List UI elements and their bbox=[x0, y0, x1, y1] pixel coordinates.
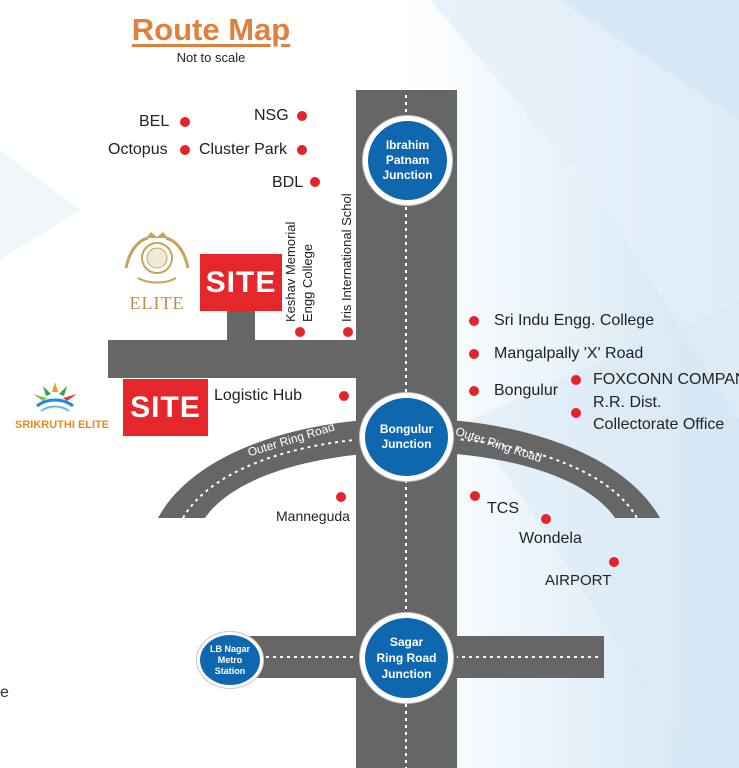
label-logistic-hub: Logistic Hub bbox=[214, 387, 303, 404]
junction-bongulur-line2: Junction bbox=[381, 437, 432, 451]
elite-crest-icon bbox=[124, 232, 190, 284]
junction-sagar-line3: Junction bbox=[381, 667, 432, 681]
junction-bongulur-line1: Bongulur bbox=[379, 422, 434, 436]
marker-manneguda bbox=[336, 492, 346, 502]
marker-keshav bbox=[295, 327, 305, 337]
junction-sagar-line2: Ring Road bbox=[376, 651, 437, 665]
marker-mangalpally bbox=[469, 349, 479, 359]
label-rr-dist-line1: R.R. Dist. bbox=[593, 394, 662, 411]
junction-sagar-line1: Sagar bbox=[389, 635, 424, 649]
label-airport: AIRPORT bbox=[545, 572, 612, 589]
label-nsg: NSG bbox=[254, 107, 289, 124]
junction-bongulur: Bongulur Junction bbox=[360, 393, 453, 481]
label-bdl: BDL bbox=[272, 174, 304, 191]
junction-ibrahimpatnam-line3: Junction bbox=[382, 168, 433, 182]
label-iris: Iris International Schol bbox=[339, 193, 354, 322]
elite-logo: ELITE bbox=[118, 228, 196, 320]
label-foxconn: FOXCONN COMPANY bbox=[593, 371, 739, 388]
marker-cluster-park bbox=[297, 145, 307, 155]
label-mangalpally: Mangalpally 'X' Road bbox=[494, 345, 644, 362]
site-marker-1: SITE bbox=[200, 254, 282, 311]
srikruthi-leaf-icon bbox=[33, 382, 77, 412]
outer-ring-road bbox=[158, 418, 660, 518]
marker-tcs bbox=[470, 491, 480, 501]
label-keshav-line1: Keshav Memorial bbox=[283, 221, 298, 322]
junction-lb-nagar-line1: LB Nagar bbox=[209, 643, 250, 654]
label-manneguda: Manneguda bbox=[276, 508, 350, 524]
label-wondela: Wondela bbox=[519, 530, 582, 547]
junction-ibrahimpatnam-line2: Patnam bbox=[385, 153, 430, 167]
label-cluster-park: Cluster Park bbox=[199, 141, 288, 158]
marker-octopus bbox=[180, 145, 190, 155]
srikruthi-wordmark: SRIKRUTHI ELITE bbox=[15, 419, 110, 431]
marker-bongulur bbox=[469, 386, 479, 396]
marker-nsg bbox=[297, 111, 307, 121]
junction-lb-nagar-line3: Station bbox=[214, 665, 246, 676]
edge-text: e bbox=[0, 684, 9, 701]
label-bel: BEL bbox=[139, 113, 170, 130]
junction-ibrahimpatnam-line1: Ibrahim bbox=[385, 138, 430, 152]
marker-sri-indu bbox=[469, 316, 479, 326]
label-octopus: Octopus bbox=[108, 141, 168, 158]
marker-bel bbox=[180, 117, 190, 127]
elite-wordmark: ELITE bbox=[129, 293, 185, 313]
junction-lb-nagar-line2: Metro bbox=[217, 654, 243, 665]
marker-wondela bbox=[541, 514, 551, 524]
label-tcs: TCS bbox=[487, 500, 519, 517]
map-title: Route Map bbox=[131, 12, 291, 47]
marker-logistic-hub bbox=[339, 391, 349, 401]
marker-bdl bbox=[310, 177, 320, 187]
label-sri-indu: Sri Indu Engg. College bbox=[494, 312, 655, 329]
label-bongulur: Bongulur bbox=[494, 382, 559, 399]
label-rr-dist-line2: Collectorate Office bbox=[593, 416, 725, 433]
junction-ibrahimpatnam: Ibrahim Patnam Junction bbox=[363, 116, 452, 205]
junction-lb-nagar: LB Nagar Metro Station bbox=[197, 632, 263, 688]
srikruthi-logo: SRIKRUTHI ELITE bbox=[15, 378, 110, 431]
marker-airport bbox=[609, 557, 619, 567]
site-approach-road bbox=[108, 340, 358, 378]
marker-foxconn bbox=[571, 375, 581, 385]
map-subtitle: Not to scale bbox=[176, 50, 246, 65]
junction-sagar: Sagar Ring Road Junction bbox=[360, 613, 453, 703]
label-keshav-line2: Engg College bbox=[300, 243, 315, 322]
site-marker-2: SITE bbox=[123, 379, 208, 436]
marker-iris bbox=[343, 327, 353, 337]
marker-rr-dist bbox=[571, 408, 581, 418]
